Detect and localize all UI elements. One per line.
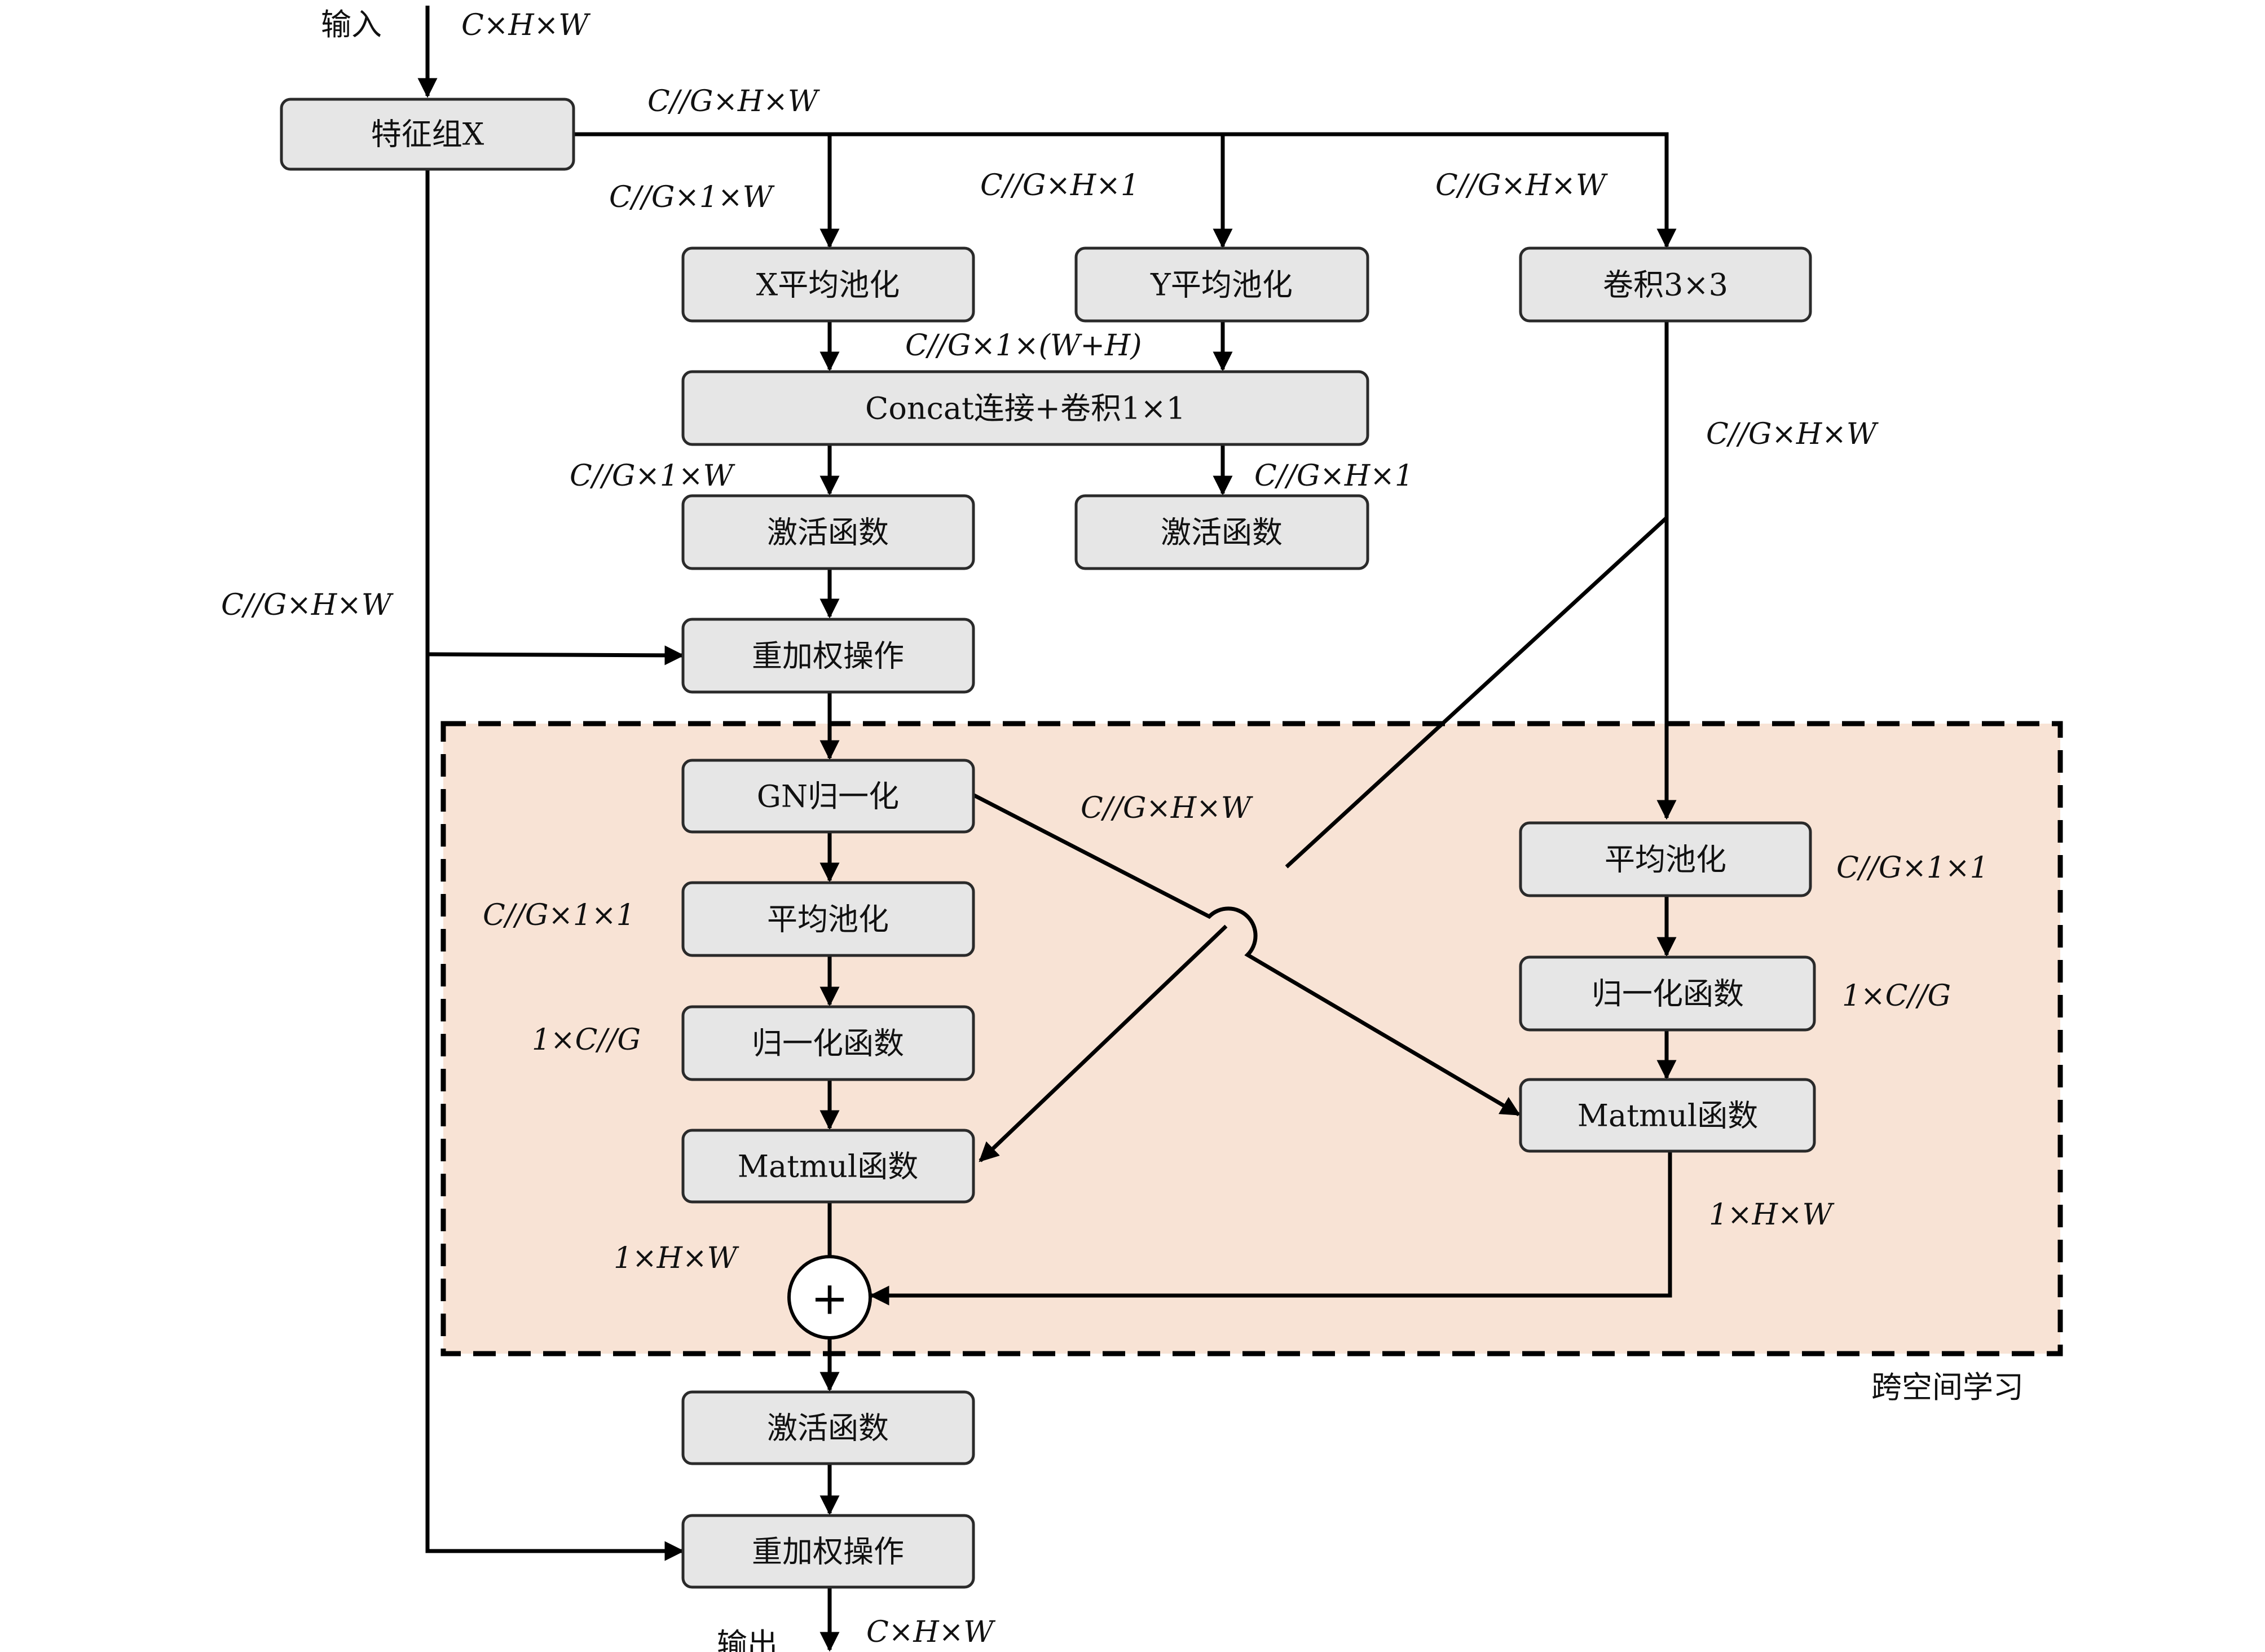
softmax-right-label: 归一化函数 [1592,976,1744,1012]
dim-input-label: C×H×W [461,8,591,42]
x-avg-pool-box: X平均池化 [681,246,975,323]
activation-right-label: 激活函数 [1161,515,1283,550]
concat-conv-label: Concat连接+卷积1×1 [865,391,1186,426]
activation-right-box: 激活函数 [1074,494,1369,570]
feature-group-label: 特征组X [371,117,484,152]
dim-gn-cross-label: C//G×H×W [1081,791,1253,825]
input-label: 输入 [321,7,382,42]
dim-skip-label: C//G×H×W [221,588,394,622]
y-avg-pool-label: Y平均池化 [1150,267,1293,303]
conv3x3-label: 卷积3×3 [1603,267,1728,303]
matmul-left-box: Matmul函数 [681,1129,975,1204]
reweight-label-2: 重加权操作 [752,1534,904,1570]
activation-left-box: 激活函数 [681,494,975,570]
gn-norm-box: GN归一化 [681,759,975,834]
avg-pool-left-label: 平均池化 [767,902,889,937]
avg-pool-right-label: 平均池化 [1605,842,1726,878]
softmax-right-box: 归一化函数 [1519,955,1816,1032]
softmax-left-box: 归一化函数 [681,1005,975,1081]
avg-pool-right-box: 平均池化 [1519,821,1812,897]
y-avg-pool-box: Y平均池化 [1074,246,1369,323]
x-avg-pool-label: X平均池化 [756,267,900,303]
matmul-right-label: Matmul函数 [1577,1098,1758,1134]
reweight-label-1: 重加权操作 [752,638,904,674]
dim-matmul-right-label: 1×H×W [1709,1198,1835,1232]
dim-conv-in-label: C//G×H×W [1435,169,1608,202]
plus-icon: + [810,1272,848,1325]
dim-group-label: C//G×H×W [647,85,820,118]
cross-space-label: 跨空间学习 [1871,1369,2024,1405]
reweight-box-1: 重加权操作 [681,618,975,694]
dim-pool-right-label: C//G×1×1 [1836,851,1989,885]
avg-pool-left-box: 平均池化 [681,881,975,957]
connectors [417,6,1677,1652]
activation-bottom-box: 激活函数 [681,1390,975,1465]
reweight-box-2: 重加权操作 [681,1514,975,1589]
activation-bottom-label: 激活函数 [767,1411,889,1446]
dim-conv-out-label: C//G×H×W [1706,417,1879,451]
activation-left-label: 激活函数 [767,515,889,550]
dim-concat-label: C//G×1×(W+H) [905,329,1142,363]
softmax-left-label: 归一化函数 [752,1026,904,1061]
dim-softmax-left-label: 1×C//G [532,1023,641,1057]
concat-conv-box: Concat连接+卷积1×1 [681,370,1369,446]
dim-x-in-label: C//G×1×W [609,180,775,214]
dim-output-label: C×H×W [866,1615,995,1649]
dim-y-in-label: C//G×H×1 [980,169,1139,202]
matmul-right-box: Matmul函数 [1519,1078,1816,1153]
dim-split-left-label: C//G×1×W [570,459,735,493]
dim-matmul-left-label: 1×H×W [614,1241,739,1275]
dim-pool-left-label: C//G×1×1 [483,898,635,932]
gn-norm-label: GN归一化 [757,779,899,814]
add-node: + [787,1255,872,1340]
conv3x3-box: 卷积3×3 [1519,246,1812,323]
matmul-left-label: Matmul函数 [738,1149,918,1184]
feature-group-box: 特征组X [280,98,575,171]
dim-split-right-label: C//G×H×1 [1254,459,1413,493]
output-label: 输出 [717,1627,778,1652]
dim-softmax-right-label: 1×C//G [1842,979,1951,1013]
